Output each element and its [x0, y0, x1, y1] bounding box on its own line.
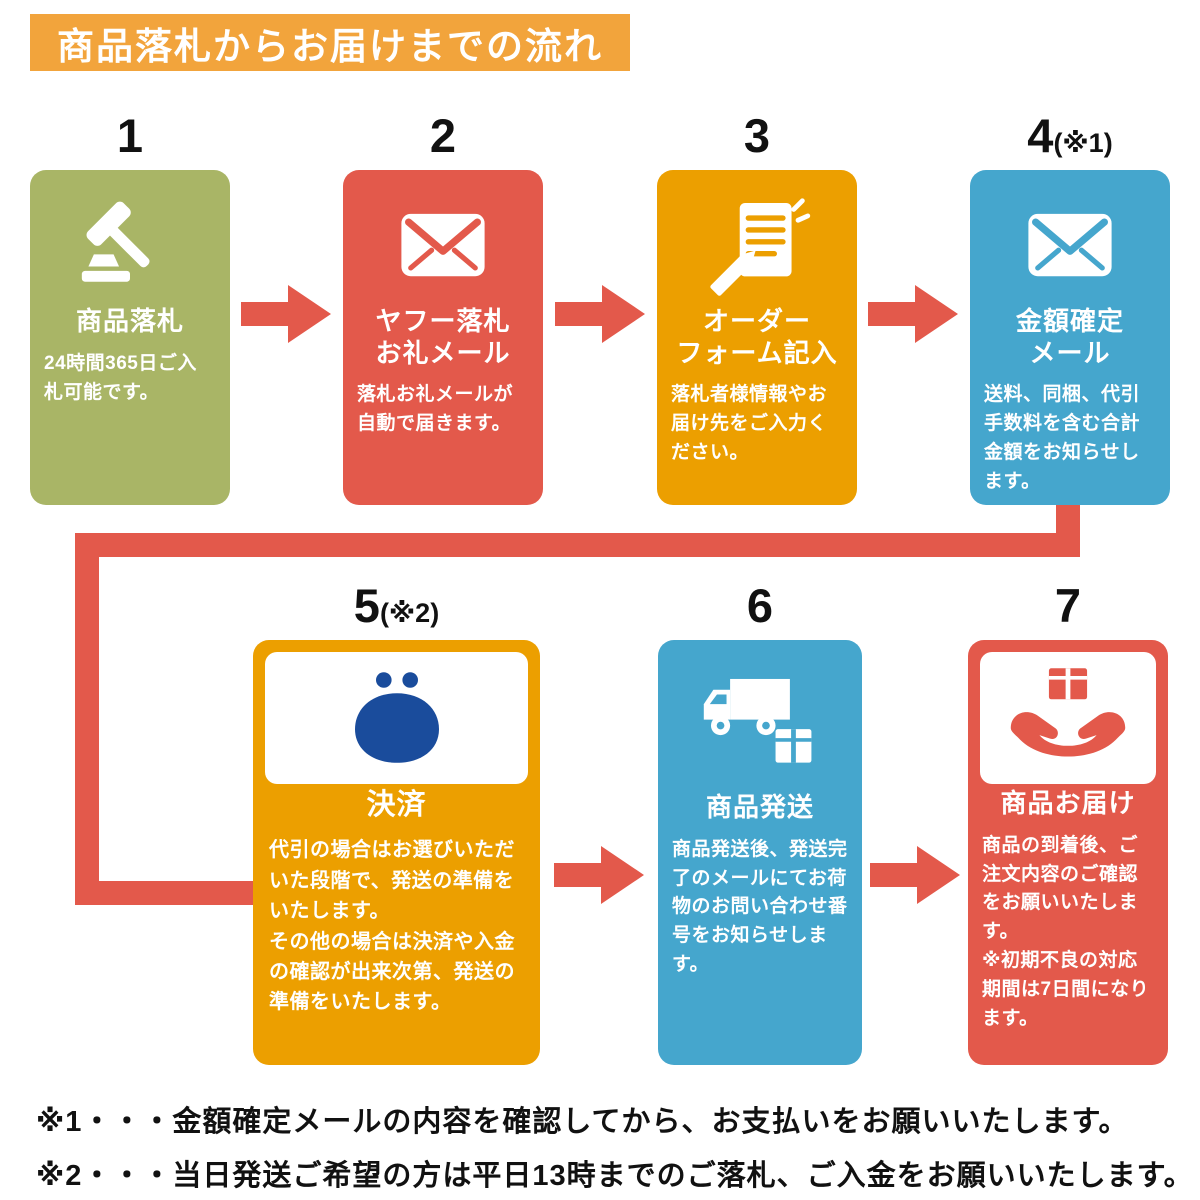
step-title: 商品お届け	[1000, 788, 1136, 818]
step-number: 7	[1054, 579, 1082, 632]
page-title-banner: 商品落札からお届けまでの流れ	[30, 14, 630, 71]
step-number: 6	[746, 579, 774, 632]
step-box-delivery: 商品お届け 商品の到着後、ご注文内容のご確認をお願いいたします。 ※初期不良の対…	[968, 640, 1168, 1065]
step-card-7: 7 商品お届け 商品の到着後、ご注文内容のご確認をお願いいたしま	[968, 578, 1168, 1065]
gavel-icon	[75, 186, 185, 302]
step-description: 送料、同梱、代引手数料を含む合計金額をお知らせします。	[984, 384, 1141, 493]
step-number-note: (※1)	[1053, 128, 1113, 158]
flow-arrow	[870, 846, 960, 904]
mail-icon	[391, 186, 495, 302]
step-number: 5(※2)	[353, 579, 440, 632]
step-box-thanks-mail: ヤフー落札 お礼メール 落札お礼メールが自動で届きます。	[343, 170, 543, 505]
step-title: 決済	[366, 789, 427, 821]
step-number: 1	[116, 109, 144, 162]
delivery-truck-icon	[694, 656, 826, 788]
step-box-shipping: 商品発送 商品発送後、発送完了のメールにてお荷物のお問い合わせ番号をお知らせしま…	[658, 640, 862, 1065]
step-card-3: 3	[657, 108, 857, 505]
step-number: 3	[743, 109, 771, 162]
flow-connector-segment	[75, 533, 1080, 557]
flow-arrow	[555, 285, 645, 343]
flow-arrow	[241, 285, 331, 343]
step-box-price-mail: 金額確定 メール 送料、同梱、代引手数料を含む合計金額をお知らせします。	[970, 170, 1170, 505]
step-description: 代引の場合はお選びいただいた段階で、発送の準備をいたします。 その他の場合は決済…	[269, 839, 515, 1014]
step-description: 落札者様情報やお届け先をご入力ください。	[671, 384, 828, 464]
step-card-5: 5(※2) 決済 代引の場合はお選びいただいた段階で、発送の準備をいたします。 …	[253, 578, 540, 1065]
step-card-4: 4(※1) 金額確定 メール 送料、同梱、代引手数料を含む合計金額をお知らせしま…	[970, 108, 1170, 505]
step-description: 商品の到着後、ご注文内容のご確認をお願いいたします。 ※初期不良の対応期間は7日…	[982, 834, 1150, 1029]
footnote-2: ※2・・・当日発送ご希望の方は平日13時までのご落札、ご入金をお願いいたします。	[36, 1160, 1194, 1192]
flow-arrow	[868, 285, 958, 343]
page-title: 商品落札からお届けまでの流れ	[57, 25, 603, 67]
flow-connector-segment	[75, 533, 99, 905]
step-box-payment: 決済 代引の場合はお選びいただいた段階で、発送の準備をいたします。 その他の場合…	[253, 640, 540, 1065]
mail-icon	[1018, 186, 1122, 302]
step-card-2: 2 ヤフー落札 お礼メール 落札お礼メールが自動で届きます。	[343, 108, 543, 505]
step-card-6: 6 商品発送 商品	[658, 578, 862, 1065]
step-number: 2	[429, 109, 457, 162]
icon-panel	[980, 652, 1156, 784]
step-number-note: (※2)	[379, 598, 440, 628]
step-box-auction: 商品落札 24時間365日ご入札可能です。	[30, 170, 230, 505]
step-title: 金額確定 メール	[1015, 306, 1124, 368]
icon-panel	[265, 652, 528, 784]
step-title: 商品落札	[75, 306, 184, 336]
step-title: オーダー フォーム記入	[676, 306, 838, 368]
flow-connector-segment	[75, 881, 267, 905]
step-number: 4(※1)	[1027, 109, 1113, 162]
step-description: 商品発送後、発送完了のメールにてお荷物のお問い合わせ番号をお知らせします。	[672, 838, 848, 976]
step-box-order-form: オーダー フォーム記入 落札者様情報やお届け先をご入力ください。	[657, 170, 857, 505]
step-card-1: 1 商品落札 24時間365日ご入札可能です。	[30, 108, 230, 505]
step-description: 落札お礼メールが自動で届きます。	[357, 384, 514, 435]
coin-purse-icon	[337, 662, 457, 775]
step-title: 商品発送	[705, 792, 814, 822]
hands-package-icon	[1006, 661, 1130, 776]
step-description: 24時間365日ご入札可能です。	[44, 352, 197, 403]
order-form-icon	[703, 186, 811, 302]
footnote-1: ※1・・・金額確定メールの内容を確認してから、お支払いをお願いいたします。	[36, 1106, 1129, 1138]
step-title: ヤフー落札 お礼メール	[375, 306, 511, 368]
flow-arrow	[554, 846, 644, 904]
